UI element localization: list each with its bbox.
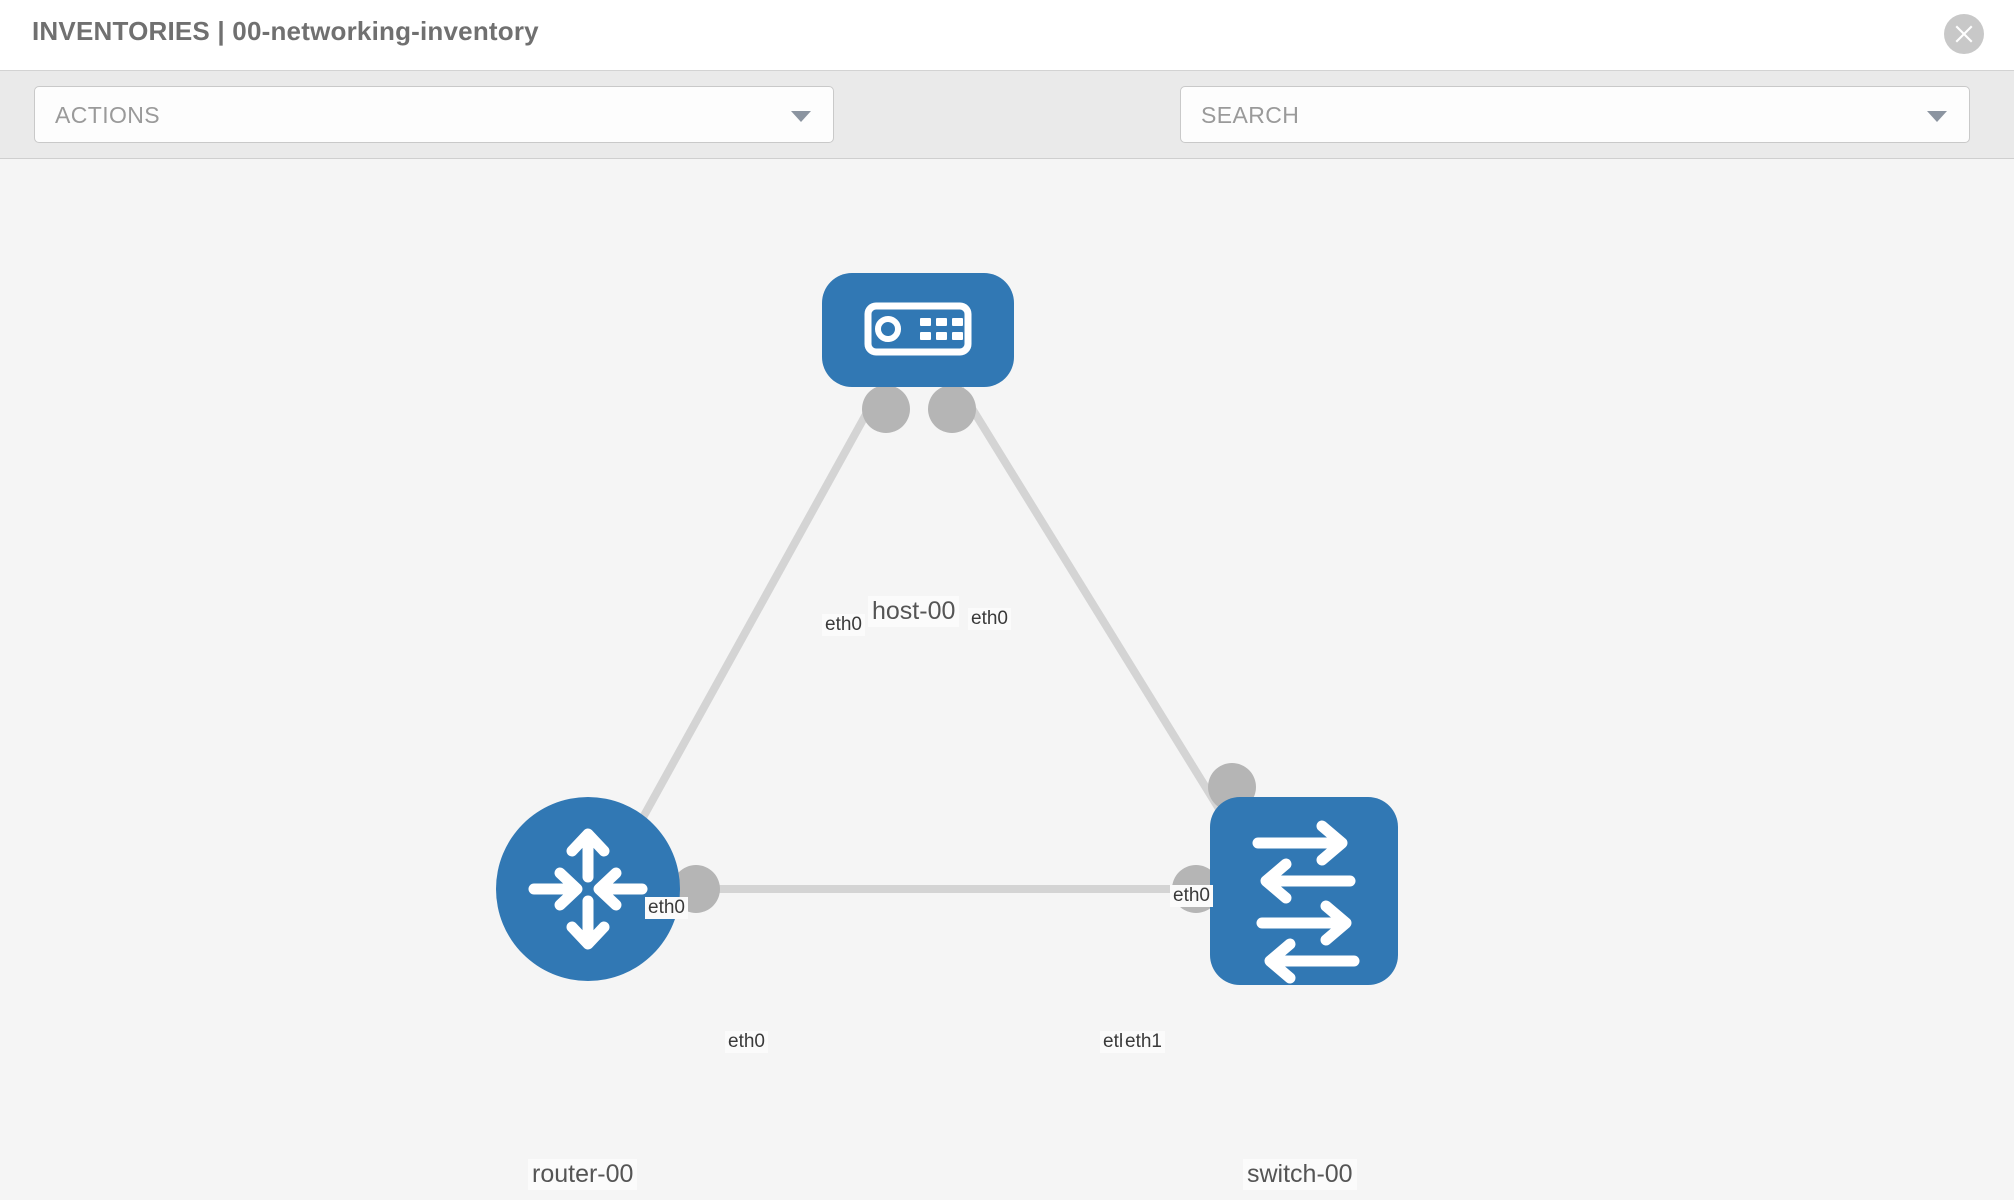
node-label-host-00: host-00 <box>868 596 960 627</box>
connector-layer <box>672 385 1256 913</box>
toolbar: ACTIONS SEARCH <box>0 70 2014 199</box>
link-layer <box>616 386 1254 893</box>
node-switch-00 <box>1210 797 1398 985</box>
link-host-switch <box>956 386 1254 862</box>
close-icon[interactable] <box>1944 14 1984 54</box>
connector-host-right <box>928 385 976 433</box>
iface-label-switch-left-b: eth1 <box>1122 1031 1165 1053</box>
router-arrows-icon <box>528 828 648 950</box>
actions-dropdown-label: ACTIONS <box>55 102 161 128</box>
node-label-router-00: router-00 <box>528 1159 638 1190</box>
chevron-down-icon <box>791 110 811 122</box>
iface-label-host-left: eth0 <box>822 614 865 636</box>
search-input[interactable]: SEARCH <box>1180 86 1970 143</box>
page-title: INVENTORIES | 00-networking-inventory <box>32 16 539 46</box>
topology-graph <box>496 273 1398 985</box>
actions-dropdown[interactable]: ACTIONS <box>34 86 834 143</box>
topology-canvas[interactable]: host-00 router-00 switch-00 eth0 eth0 et… <box>0 159 2014 1200</box>
chevron-down-icon[interactable] <box>1927 110 1947 122</box>
search-placeholder: SEARCH <box>1201 102 1300 128</box>
iface-label-router-right: eth0 <box>725 1031 768 1053</box>
connector-host-left <box>862 385 910 433</box>
node-router-00 <box>496 797 680 981</box>
page-header: INVENTORIES | 00-networking-inventory <box>0 0 2014 70</box>
iface-label-switch-up: eth0 <box>1170 885 1213 907</box>
iface-label-router-up: eth0 <box>645 897 688 919</box>
iface-label-host-right: eth0 <box>968 608 1011 630</box>
link-host-router <box>616 387 884 861</box>
node-label-switch-00: switch-00 <box>1243 1159 1357 1190</box>
server-icon <box>864 302 972 356</box>
node-host-00 <box>822 273 1014 387</box>
switch-arrows-icon <box>1252 820 1360 984</box>
